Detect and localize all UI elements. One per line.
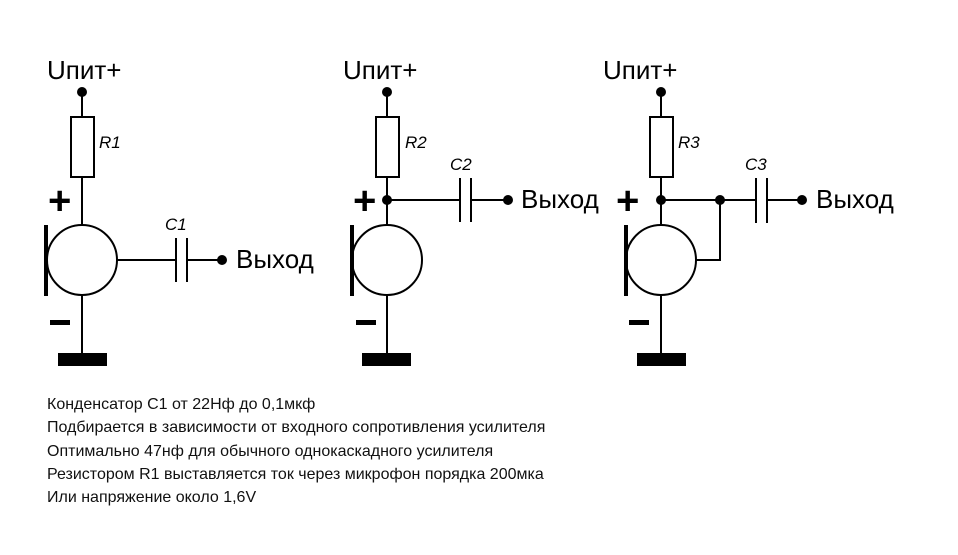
ground-icon [637,353,686,366]
resistor-r1 [70,116,95,178]
plus-sign: + [353,179,376,223]
ground-icon [58,353,107,366]
supply-label: Uпит+ [603,55,677,85]
output-label: Выход [521,184,599,214]
note-line: Резистором R1 выставляется ток через мик… [47,466,544,483]
circuit-3: Uпит+ R3 + C3 Выход [603,55,894,366]
output-label: Выход [816,184,894,214]
notes: Конденсатор С1 от 22Нф до 0,1мкф Подбира… [47,396,545,506]
capacitor-label: C3 [745,155,767,174]
output-node [797,195,807,205]
junction-node [715,195,725,205]
note-line: Конденсатор С1 от 22Нф до 0,1мкф [47,396,315,413]
supply-label: Uпит+ [47,55,121,85]
microphone [46,224,118,296]
resistor-r2 [375,116,400,178]
circuit-1: Uпит+ R1 + C1 Выход [44,55,314,366]
output-node [503,195,513,205]
supply-label: Uпит+ [343,55,417,85]
plus-sign: + [48,179,71,223]
note-line: Или напряжение около 1,6V [47,489,256,506]
output-label: Выход [236,244,314,274]
minus-sign [629,320,649,325]
ground-icon [362,353,411,366]
resistor-label: R2 [405,133,427,152]
note-line: Подбирается в зависимости от входного со… [47,419,545,436]
microphone [625,224,697,296]
resistor-label: R3 [678,133,700,152]
note-line: Оптимально 47нф для обычного однокаскадн… [47,443,493,460]
microphone [351,224,423,296]
resistor-label: R1 [99,133,121,152]
circuit-2: Uпит+ R2 + C2 Выход [343,55,599,366]
minus-sign [356,320,376,325]
capacitor-label: C1 [165,215,187,234]
plus-sign: + [616,179,639,223]
capacitor-label: C2 [450,155,472,174]
output-node [217,255,227,265]
minus-sign [50,320,70,325]
resistor-r3 [649,116,674,178]
